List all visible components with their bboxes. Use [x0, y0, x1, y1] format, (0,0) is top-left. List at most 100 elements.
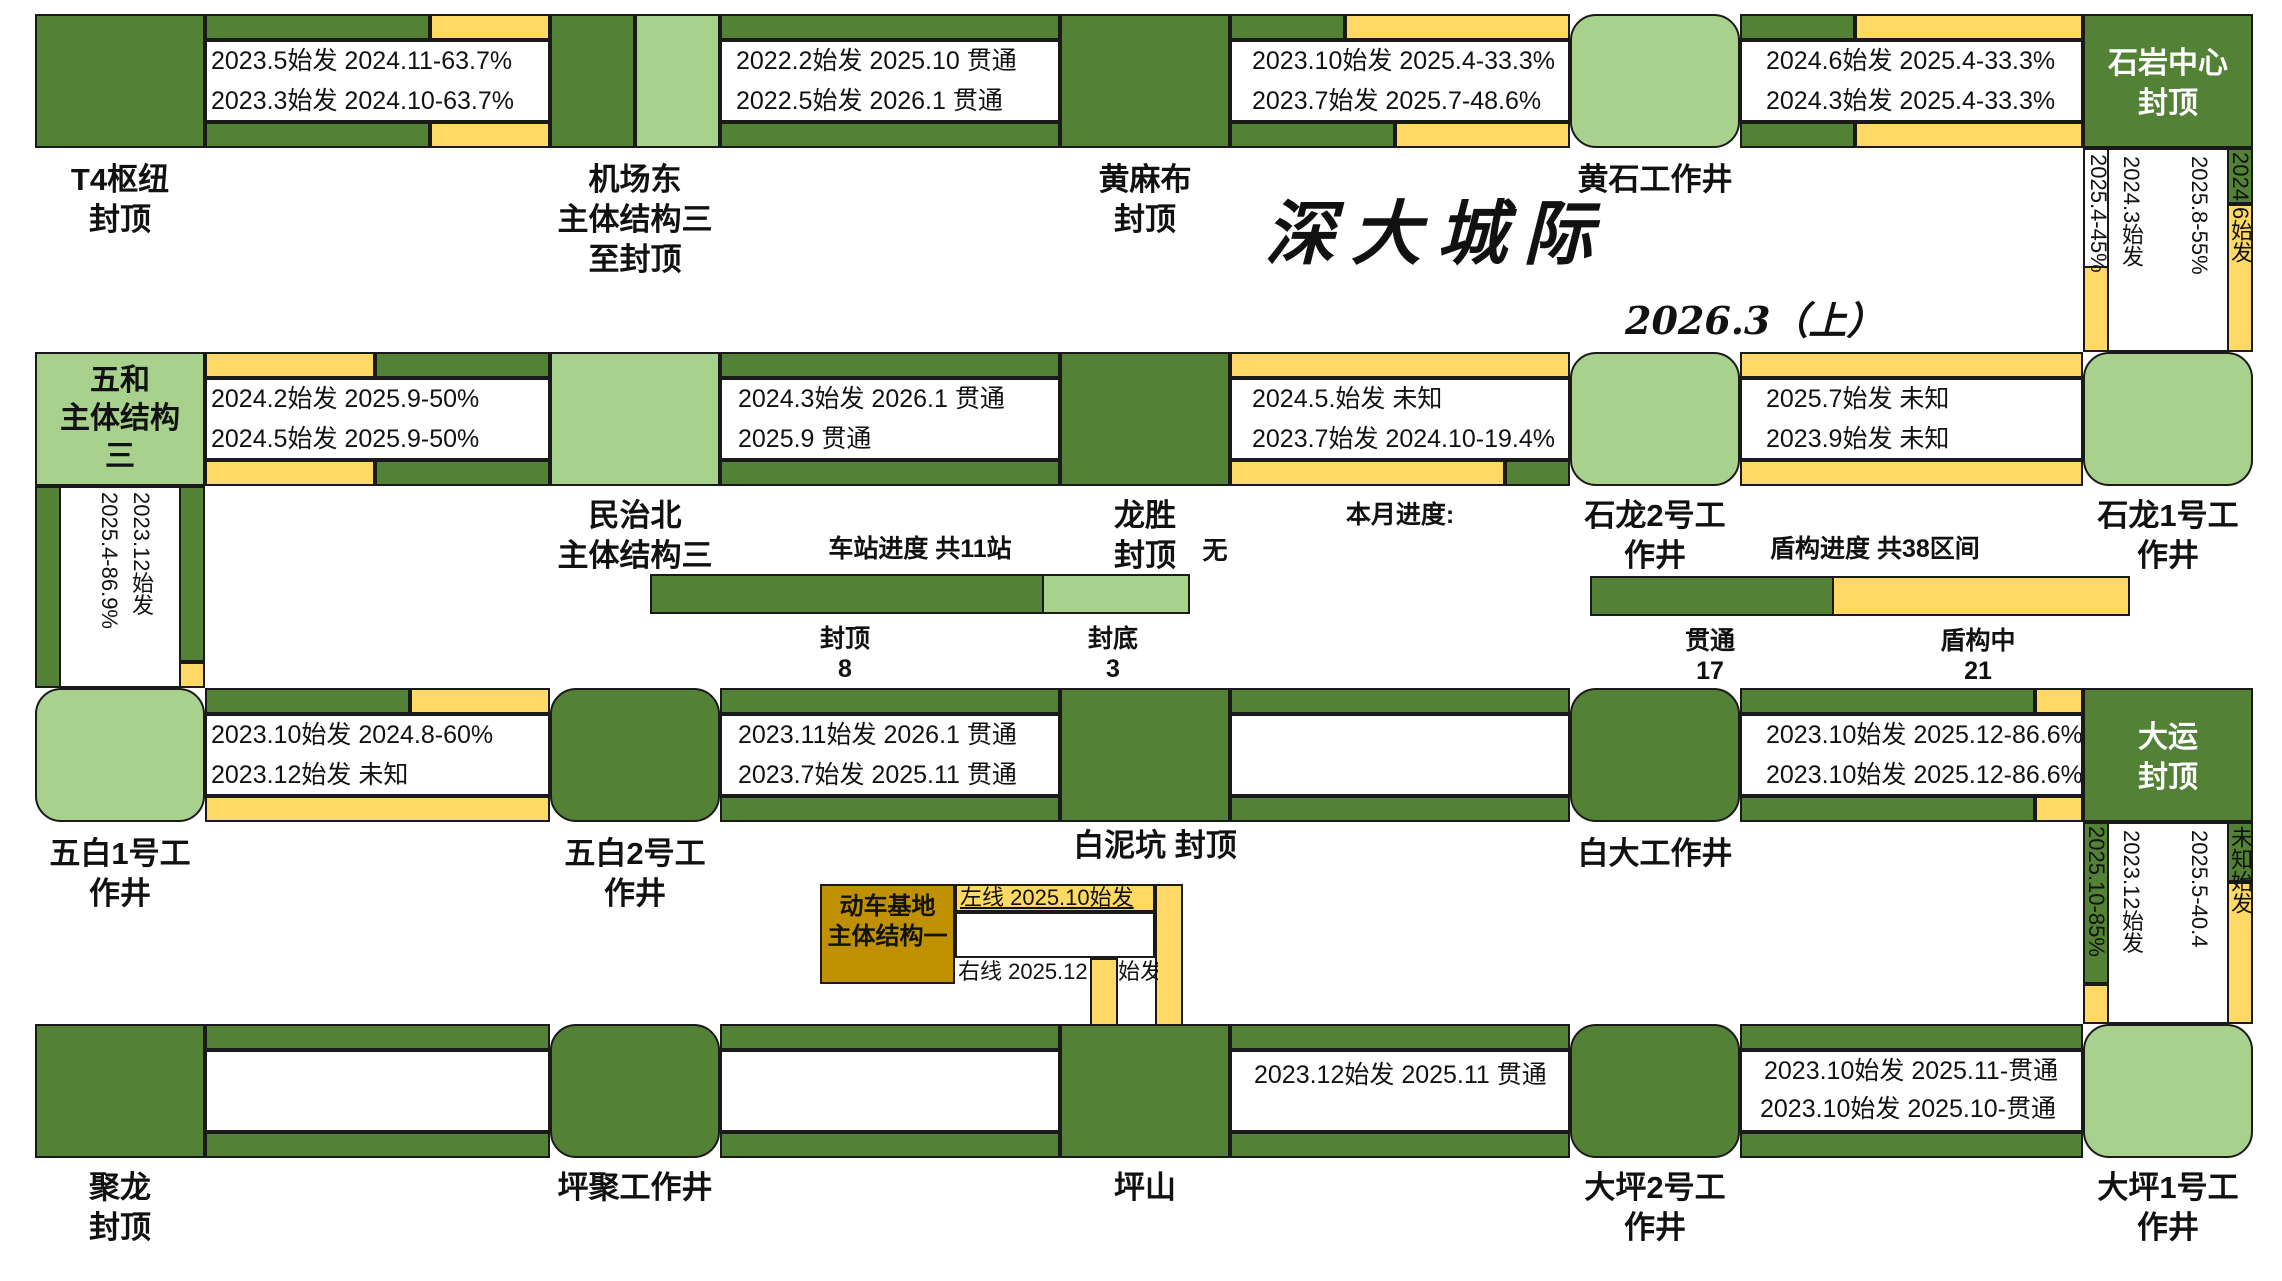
station-jichangdong-block[interactable] [635, 14, 720, 148]
r1s1-line-2: 2023.3始发 2024.10-63.7% [211, 87, 514, 115]
station-pingju-block[interactable] [550, 1024, 720, 1158]
r2s4-bottom-bar [1740, 460, 2083, 486]
v-right1-text-1: 2025.4-45% [2086, 154, 2111, 273]
v-left-text-1-wrap: 2023.12始发 [128, 492, 158, 652]
station-t4-label: T4枢纽 封顶 [70, 162, 170, 237]
r3s4-bottom-bar [2035, 796, 2083, 822]
station-longsheng-note: 无 [1202, 537, 1228, 565]
r3s1-top-bar [205, 688, 410, 714]
r3s2-bottom-bar [720, 796, 1060, 822]
r1s4-top-bar [1740, 14, 1855, 40]
v-right1-text-2-wrap: 2024.3始发 [2118, 156, 2148, 336]
station-minzhibei-block[interactable] [550, 352, 720, 486]
depot-label: 动车基地 主体结构一 [827, 893, 948, 950]
v-right2-text-2: 2023.12始发 [2119, 830, 2144, 954]
monthly-progress-label: 本月进度: [1345, 501, 1455, 529]
station-wubai1-block[interactable] [35, 688, 205, 822]
station-bainikeng-block[interactable] [1060, 688, 1230, 822]
r2s1-bottom-bar [205, 460, 375, 486]
station-shilong2-label: 石龙2号工 作井 [1584, 498, 1726, 573]
r2s1-top-bar [205, 352, 375, 378]
r4s2-top-bar [720, 1024, 1060, 1050]
r3s3-bottom-bar [1230, 796, 1570, 822]
station-daping2-label: 大坪2号工 作井 [1584, 1170, 1726, 1245]
r2s4-tunnel: 2025.7始发 未知 2023.9始发 未知 [1740, 378, 2083, 460]
depot-connector [1155, 884, 1183, 1028]
shield-progress-done-fill [1592, 578, 1832, 614]
v-left-tunnel [35, 486, 205, 688]
r1s4-top-bar [1855, 14, 2083, 40]
station-dayun-label: 大运 封顶 [2138, 721, 2198, 794]
station-wubai2-block[interactable] [550, 688, 720, 822]
station-dayun-block[interactable]: 大运 封顶 [2083, 688, 2253, 822]
station-longsheng-label: 龙胜 封顶 [1114, 498, 1176, 573]
r3s1-top-bar [410, 688, 550, 714]
r2s3-tunnel: 2024.5.始发 未知 2023.7始发 2024.10-19.4% [1230, 378, 1570, 460]
v-right2-text-1-wrap: 2025.10-85% [2083, 826, 2109, 976]
station-shiyan-block[interactable]: 石岩中心 封顶 [2083, 14, 2253, 148]
station-rest-label-text: 封底 [1087, 625, 1138, 653]
v-right2-text-3: 2025.5-40.4 [2187, 830, 2212, 948]
station-daping1-block[interactable] [2083, 1024, 2253, 1158]
station-wuhe-block[interactable]: 五和 主体结构 三 [35, 352, 205, 486]
r1s2-line-2: 2022.5始发 2026.1 贯通 [736, 87, 1003, 115]
station-jichangdong-block[interactable] [550, 14, 635, 148]
v-right2-inner-bar [2227, 822, 2253, 882]
station-wubai1-label: 五白1号工 作井 [49, 836, 191, 911]
v-right2-text-1: 2025.10-85% [2084, 826, 2109, 957]
station-bainikeng-label: 白泥坑 封顶 [1073, 828, 1237, 863]
r2s1-bottom-bar [375, 460, 550, 486]
shield-progress-done-label: 贯通 17 [1650, 626, 1770, 686]
r1s1-tunnel: 2023.5始发 2024.11-63.7% 2023.3始发 2024.10-… [205, 40, 550, 122]
r2s1-tunnel: 2024.2始发 2025.9-50% 2024.5始发 2025.9-50% [205, 378, 550, 460]
station-shilong2-block[interactable] [1570, 352, 1740, 486]
depot-right-connector [1090, 958, 1118, 1028]
v-right2-text-4-wrap: 未知始发 [2227, 826, 2253, 946]
depot-right-line-label: 右线 2025.12 [958, 959, 1088, 984]
station-longsheng-block[interactable] [1060, 352, 1230, 486]
r4s4-top-bar [1740, 1024, 2083, 1050]
r4s4-line-2: 2023.10始发 2025.10-贯通 [1760, 1095, 2057, 1123]
r3s4-bottom-bar [1740, 796, 2035, 822]
r4s4-bottom-bar [1740, 1132, 2083, 1158]
r4s3-bottom-bar [1230, 1132, 1570, 1158]
station-huangmabu-label: 黄麻布 封顶 [1098, 162, 1192, 237]
v-right1-text-3-wrap: 2025.8-55% [2186, 156, 2216, 336]
shield-done-label-text: 贯通 [1684, 627, 1735, 655]
r4s2-tunnel [720, 1050, 1060, 1132]
depot-right-line: 右线 2025.12 [955, 958, 1095, 986]
station-daping2-block[interactable] [1570, 1024, 1740, 1158]
r1s4-bottom-bar [1740, 122, 1855, 148]
r4s4-tunnel: 2023.10始发 2025.11-贯通 2023.10始发 2025.10-贯… [1740, 1050, 2083, 1132]
r1s1-bottom-bar [430, 122, 550, 148]
station-progress-done-label: 封顶 8 [785, 624, 905, 684]
r1s1-bottom-bar [205, 122, 430, 148]
station-pingshan-label: 坪山 [1114, 1170, 1176, 1205]
v-left-inner-bar [179, 662, 205, 688]
station-done-label-text: 封顶 [819, 625, 870, 653]
station-julong-block[interactable] [35, 1024, 205, 1158]
shield-progress-title: 盾构进度 共38区间 [1770, 535, 1980, 563]
r4s1-tunnel [205, 1050, 550, 1132]
station-shilong1-block[interactable] [2083, 352, 2253, 486]
r1s3-bottom-bar [1230, 122, 1395, 148]
v-right2-outer-bar [2083, 984, 2109, 1024]
depot-block[interactable]: 动车基地 主体结构一 [820, 884, 955, 984]
r2s4-top-bar [1740, 352, 2083, 378]
shield-progress-bar [1590, 576, 2130, 616]
r1s1-top-bar [430, 14, 550, 40]
r2s2-top-bar [720, 352, 1060, 378]
station-wubai2-label: 五白2号工 作井 [564, 836, 706, 911]
station-wuhe-label: 五和 主体结构 三 [60, 364, 180, 473]
r1s3-bottom-bar [1395, 122, 1570, 148]
station-huangshi-block[interactable] [1570, 14, 1740, 148]
v-left-inner-bar [179, 486, 205, 662]
station-progress-rest-label: 封底 3 [1053, 624, 1173, 684]
station-baida-block[interactable] [1570, 688, 1740, 822]
v-right1-inner-bar [2227, 148, 2253, 204]
depot-gap [955, 912, 1155, 958]
station-huangmabu-block[interactable] [1060, 14, 1230, 148]
station-pingshan-block[interactable] [1060, 1024, 1230, 1158]
period-label: 2026.3（上） [1625, 298, 1885, 343]
station-t4-block[interactable] [35, 14, 205, 148]
